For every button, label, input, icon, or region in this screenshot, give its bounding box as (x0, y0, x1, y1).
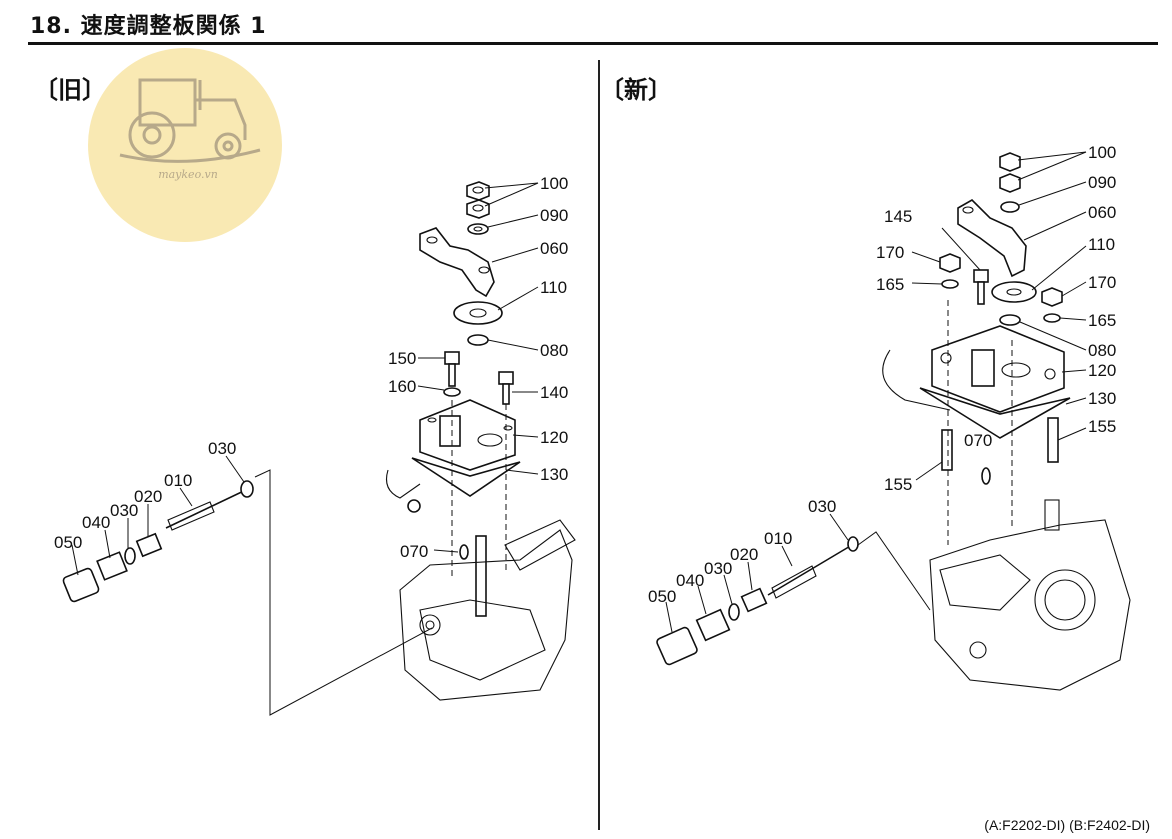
new-part-nut-170a (939, 253, 961, 273)
new-part-stud-155a (941, 429, 953, 471)
new-callout-165a: 165 (876, 275, 904, 294)
old-part-lever-060 (419, 227, 495, 298)
new-part-bolt-145 (973, 269, 989, 305)
new-callout-080: 080 (1088, 341, 1116, 360)
new-part-nut-170b (1041, 287, 1063, 307)
new-callout-120: 120 (1088, 361, 1116, 380)
old-part-plate-110 (453, 301, 503, 325)
watermark-circle (88, 48, 282, 242)
old-callout-090: 090 (540, 206, 568, 225)
new-part-nut-020 (740, 587, 768, 613)
old-part-bolt-150 (444, 351, 460, 387)
old-callout-120: 120 (540, 428, 568, 447)
old-callout-030a: 030 (208, 439, 236, 458)
old-part-pin-070 (459, 544, 469, 560)
new-part-collar-040 (695, 608, 731, 642)
new-callout-030a: 030 (808, 497, 836, 516)
new-callout-010: 010 (764, 529, 792, 548)
new-callout-060: 060 (1088, 203, 1116, 222)
new-callout-020: 020 (730, 545, 758, 564)
old-callout-010: 010 (164, 471, 192, 490)
new-part-housing (929, 499, 1131, 691)
new-part-lever-060 (957, 199, 1027, 278)
tractor-logo-icon (119, 78, 261, 163)
old-callout-040: 040 (82, 513, 110, 532)
old-assembly: 100 090 060 110 080 150 160 140 120 130 … (54, 174, 576, 716)
new-part-washer-090 (1000, 201, 1020, 213)
new-part-gasket-130 (919, 387, 1071, 439)
new-callout-030b: 030 (704, 559, 732, 578)
old-part-cover-120 (419, 399, 516, 471)
old-part-nut-100 (466, 181, 490, 219)
new-part-washer-165a (941, 279, 959, 289)
new-part-plate-110 (991, 281, 1037, 303)
page-title: 18. 速度調整板関係 1 (30, 14, 267, 39)
old-part-shaft (475, 535, 487, 617)
section-divider (598, 60, 600, 830)
new-part-nut-100 (999, 152, 1021, 193)
new-part-washer-165b (1043, 313, 1061, 323)
title-underline (28, 42, 1158, 45)
old-part-gasket-130 (411, 457, 521, 497)
new-callout-040: 040 (676, 571, 704, 590)
new-part-pin-070 (981, 467, 991, 485)
old-part-bolt-140 (498, 371, 514, 405)
new-callout-165b: 165 (1088, 311, 1116, 330)
old-callout-030b: 030 (110, 501, 138, 520)
old-part-washer-090 (467, 223, 489, 235)
new-callout-170a: 170 (876, 243, 904, 262)
new-callout-100: 100 (1088, 143, 1116, 162)
watermark: maykeo.vn (88, 48, 282, 242)
old-connection-line (254, 469, 433, 716)
old-part-washer-030a (240, 480, 254, 498)
section-label-new: 〔新〕 (600, 76, 672, 104)
old-callout-100: 100 (540, 174, 568, 193)
old-part-nut-020 (135, 532, 163, 558)
old-part-housing (399, 519, 576, 701)
old-part-cap-050 (62, 567, 100, 603)
watermark-text: maykeo.vn (158, 168, 218, 181)
new-part-stud-155b (1047, 417, 1059, 463)
new-callout-090: 090 (1088, 173, 1116, 192)
old-callout-070: 070 (400, 542, 428, 561)
old-part-collar-040 (96, 551, 128, 581)
old-callout-060: 060 (540, 239, 568, 258)
new-part-cover-120 (931, 325, 1065, 413)
new-callout-145: 145 (884, 207, 912, 226)
new-part-rod-010 (767, 544, 853, 599)
new-callout-130: 130 (1088, 389, 1116, 408)
new-part-oring-080 (999, 314, 1021, 326)
new-callout-155a: 155 (884, 475, 912, 494)
new-part-linkage (882, 349, 951, 411)
new-leader-lines (665, 151, 1087, 633)
new-connection-line (857, 531, 931, 611)
new-callout-050: 050 (648, 587, 676, 606)
old-callout-160: 160 (388, 377, 416, 396)
new-part-cap-050 (656, 626, 698, 666)
old-part-washer-030b (124, 547, 136, 565)
old-callout-110: 110 (540, 278, 567, 297)
old-part-washer-160 (443, 387, 461, 397)
new-callout-070: 070 (964, 431, 992, 450)
old-part-oring-080 (467, 334, 489, 346)
old-part-linkage (385, 469, 421, 499)
new-assembly: 100 090 145 060 170 110 165 170 165 080 … (648, 143, 1131, 691)
old-leader-lines (71, 182, 539, 576)
old-callout-050: 050 (54, 533, 82, 552)
section-label-old: 〔旧〕 (34, 76, 106, 104)
old-callout-080: 080 (540, 341, 568, 360)
old-callout-140: 140 (540, 383, 568, 402)
new-part-washer-030a (847, 536, 859, 552)
model-footnote: (A:F2202-DI) (B:F2402-DI) (984, 817, 1150, 833)
new-callout-155b: 155 (1088, 417, 1116, 436)
new-callout-110: 110 (1088, 235, 1115, 254)
old-callout-150: 150 (388, 349, 416, 368)
old-callout-020: 020 (134, 487, 162, 506)
old-callout-130: 130 (540, 465, 568, 484)
new-part-washer-030b (728, 603, 740, 621)
old-part-rod-010 (165, 487, 251, 531)
new-callout-170b: 170 (1088, 273, 1116, 292)
